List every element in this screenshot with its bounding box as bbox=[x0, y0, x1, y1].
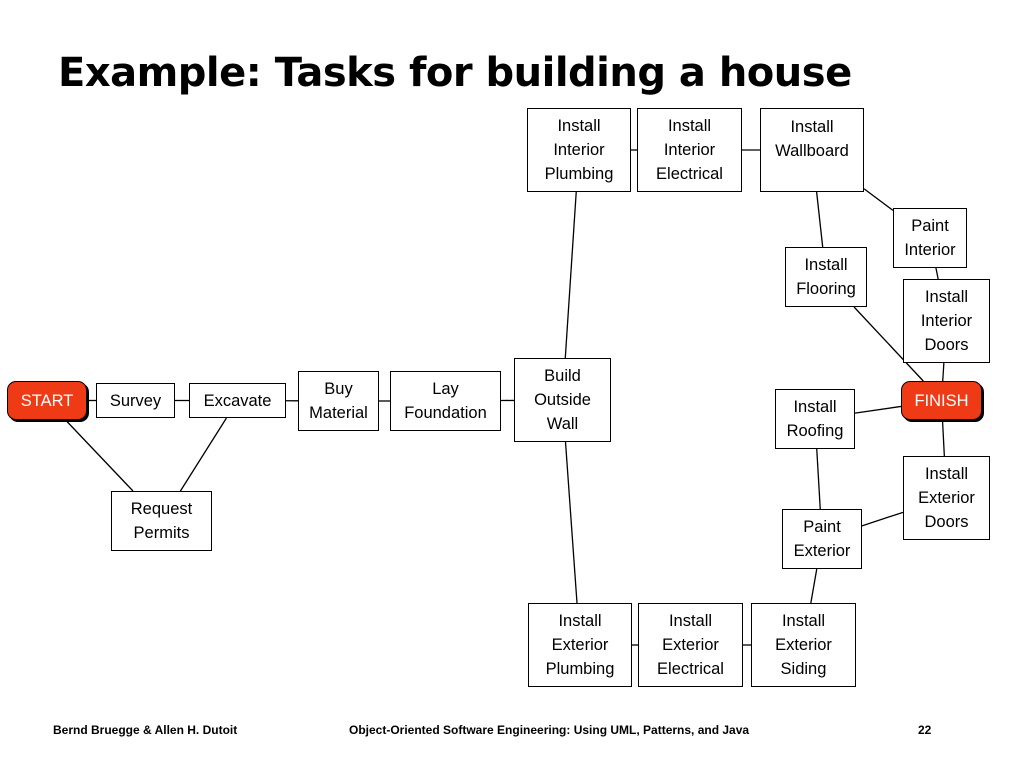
task-install-interior-plumbing[interactable]: Install Interior Plumbing bbox=[527, 108, 631, 192]
dependency-line-install_wallboard-to-install_flooring bbox=[815, 191, 824, 248]
task-install-interior-electrical[interactable]: Install Interior Electrical bbox=[637, 108, 742, 192]
dependency-line-install_flooring-to-finish bbox=[853, 306, 924, 382]
task-install-exterior-doors[interactable]: Install Exterior Doors bbox=[903, 456, 990, 540]
task-install-interior-doors[interactable]: Install Interior Doors bbox=[903, 279, 990, 363]
task-install-flooring[interactable]: Install Flooring bbox=[785, 247, 867, 307]
task-install-exterior-electrical[interactable]: Install Exterior Electrical bbox=[638, 603, 743, 687]
footer-page-number: 22 bbox=[918, 723, 932, 737]
dependency-line-build_outside_wall-to-install_interior_plumbing bbox=[564, 191, 577, 359]
finish-node[interactable]: FINISH bbox=[901, 381, 982, 420]
dependency-line-install_wallboard-to-paint_interior bbox=[863, 188, 894, 211]
task-install-wallboard[interactable]: Install Wallboard bbox=[760, 108, 864, 192]
task-lay-foundation[interactable]: Lay Foundation bbox=[390, 371, 501, 431]
dependency-line-install_exterior_siding-to-paint_exterior bbox=[810, 568, 818, 604]
dependency-line-paint_exterior-to-install_roofing bbox=[816, 448, 821, 510]
dependency-line-install_exterior_doors-to-finish bbox=[941, 419, 945, 457]
task-excavate[interactable]: Excavate bbox=[189, 383, 286, 418]
start-node[interactable]: START bbox=[7, 381, 87, 420]
footer-book-title: Object-Oriented Software Engineering: Us… bbox=[349, 723, 750, 737]
dependency-line-start-to-request_permits bbox=[65, 419, 134, 492]
dependency-line-request_permits-to-excavate bbox=[179, 417, 228, 492]
task-install-exterior-plumbing[interactable]: Install Exterior Plumbing bbox=[528, 603, 632, 687]
dependency-line-paint_exterior-to-install_exterior_doors bbox=[861, 511, 904, 527]
dependency-line-paint_interior-to-install_interior_doors bbox=[935, 267, 939, 280]
task-buy-material[interactable]: Buy Material bbox=[298, 371, 379, 431]
task-install-roofing[interactable]: Install Roofing bbox=[775, 389, 855, 449]
slide-title: Example: Tasks for building a house bbox=[58, 50, 852, 96]
task-paint-interior[interactable]: Paint Interior bbox=[893, 208, 967, 268]
task-build-outside-wall[interactable]: Build Outside Wall bbox=[514, 358, 611, 442]
dependency-line-install_interior_doors-to-finish bbox=[942, 362, 945, 382]
dependency-line-install_roofing-to-finish bbox=[854, 405, 902, 414]
dependency-line-build_outside_wall-to-install_exterior_plumbing bbox=[564, 441, 578, 604]
footer-authors: Bernd Bruegge & Allen H. Dutoit bbox=[53, 723, 238, 737]
task-survey[interactable]: Survey bbox=[96, 383, 175, 418]
task-install-exterior-siding[interactable]: Install Exterior Siding bbox=[751, 603, 856, 687]
task-request-permits[interactable]: Request Permits bbox=[111, 491, 212, 551]
task-paint-exterior[interactable]: Paint Exterior bbox=[782, 509, 862, 569]
